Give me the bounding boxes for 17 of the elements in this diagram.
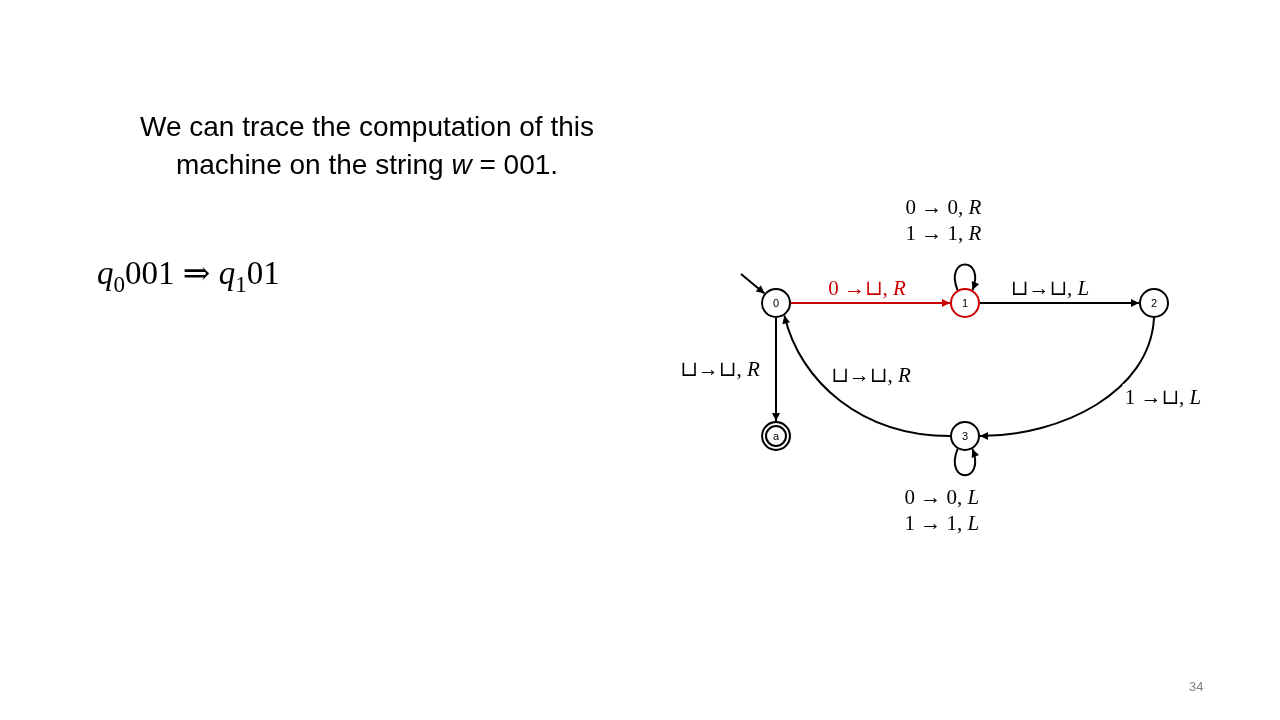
edge-label: 1 →⊔, L [1122,383,1204,411]
heading-text: We can trace the computation of this machine on the string w = 001. [139,110,595,182]
state-circle: 0 [761,288,791,318]
arrow [772,317,780,422]
arrow [740,273,766,295]
page-number: 34 [1189,679,1204,694]
arrow [979,299,1140,307]
state-circle: 2 [1139,288,1169,318]
arrow [953,263,979,291]
state-circle: 1 [950,288,980,318]
arrow [790,299,951,307]
accept-state-circle: a [761,421,791,451]
arrow [953,448,979,477]
arrow [979,317,1155,440]
state-circle: 3 [950,421,980,451]
arrow [782,314,951,437]
formula-text: q$_{0}$001 ⇒ q$_{1}$01 [97,254,280,299]
